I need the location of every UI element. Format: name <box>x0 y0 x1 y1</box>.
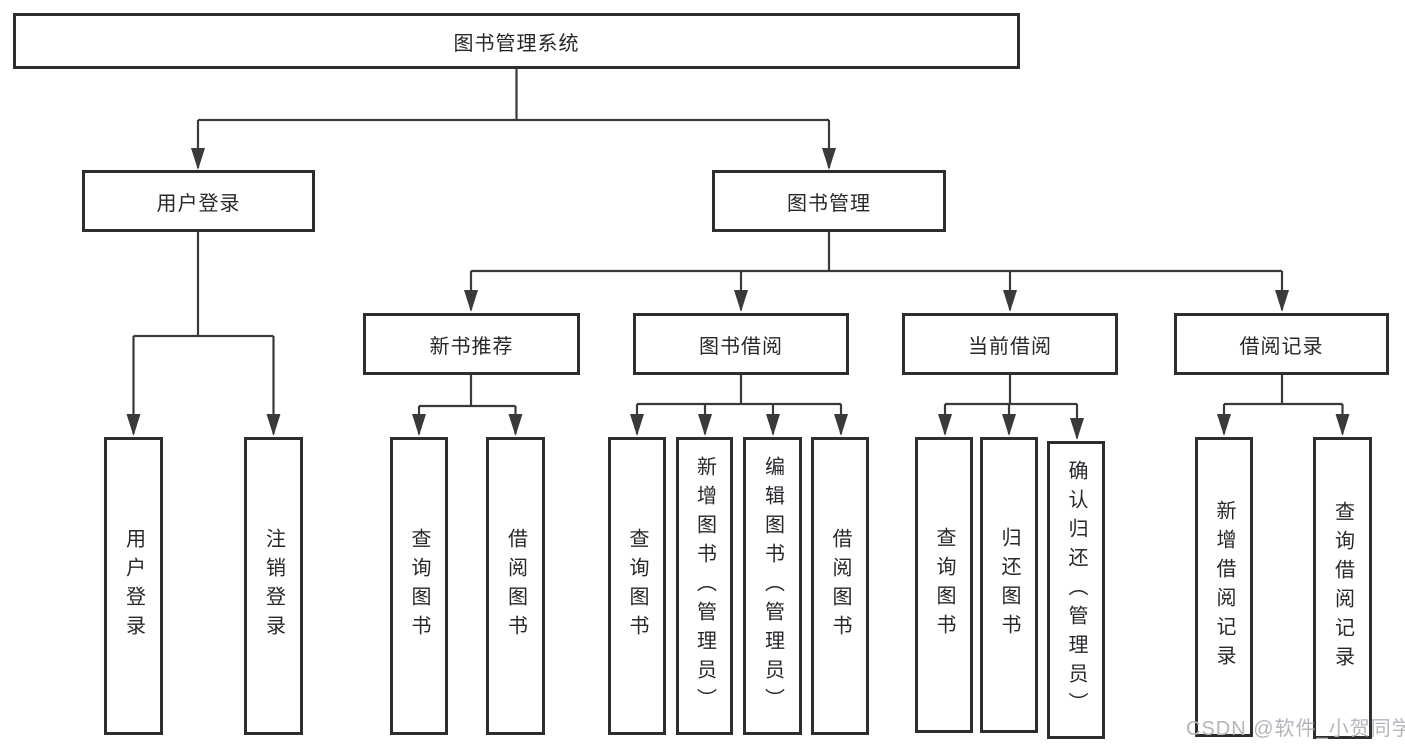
leaf-records-query-borrow-record: 查询借阅记录 <box>1313 437 1372 739</box>
leaf-recommend-query-books: 查询图书 <box>390 437 448 735</box>
node-user-login: 用户登录 <box>82 170 315 232</box>
leaf-borrowing-borrow-books: 借阅图书 <box>811 437 869 735</box>
node-borrowing-records: 借阅记录 <box>1174 313 1389 375</box>
leaf-records-add-borrow-record: 新增借阅记录 <box>1195 437 1253 737</box>
leaf-recommend-borrow-books: 借阅图书 <box>486 437 545 735</box>
node-library-management-system: 图书管理系统 <box>13 13 1020 69</box>
node-book-borrowing: 图书借阅 <box>633 313 849 375</box>
leaf-current-confirm-return-admin: 确认归还（管理员） <box>1047 441 1105 739</box>
node-new-book-recommendation: 新书推荐 <box>363 313 580 375</box>
node-book-management: 图书管理 <box>712 170 946 232</box>
leaf-logout: 注销登录 <box>244 437 303 735</box>
leaf-current-query-books: 查询图书 <box>915 437 973 733</box>
leaf-borrowing-query-books: 查询图书 <box>608 437 666 735</box>
leaf-borrowing-edit-books-admin: 编辑图书（管理员） <box>743 437 802 735</box>
leaf-current-return-books: 归还图书 <box>980 437 1038 733</box>
node-current-borrowing: 当前借阅 <box>902 313 1118 375</box>
csdn-watermark: CSDN @软件_小贺同学 <box>1186 718 1405 740</box>
leaf-borrowing-add-books-admin: 新增图书（管理员） <box>676 437 733 735</box>
leaf-user-login: 用户登录 <box>104 437 163 735</box>
